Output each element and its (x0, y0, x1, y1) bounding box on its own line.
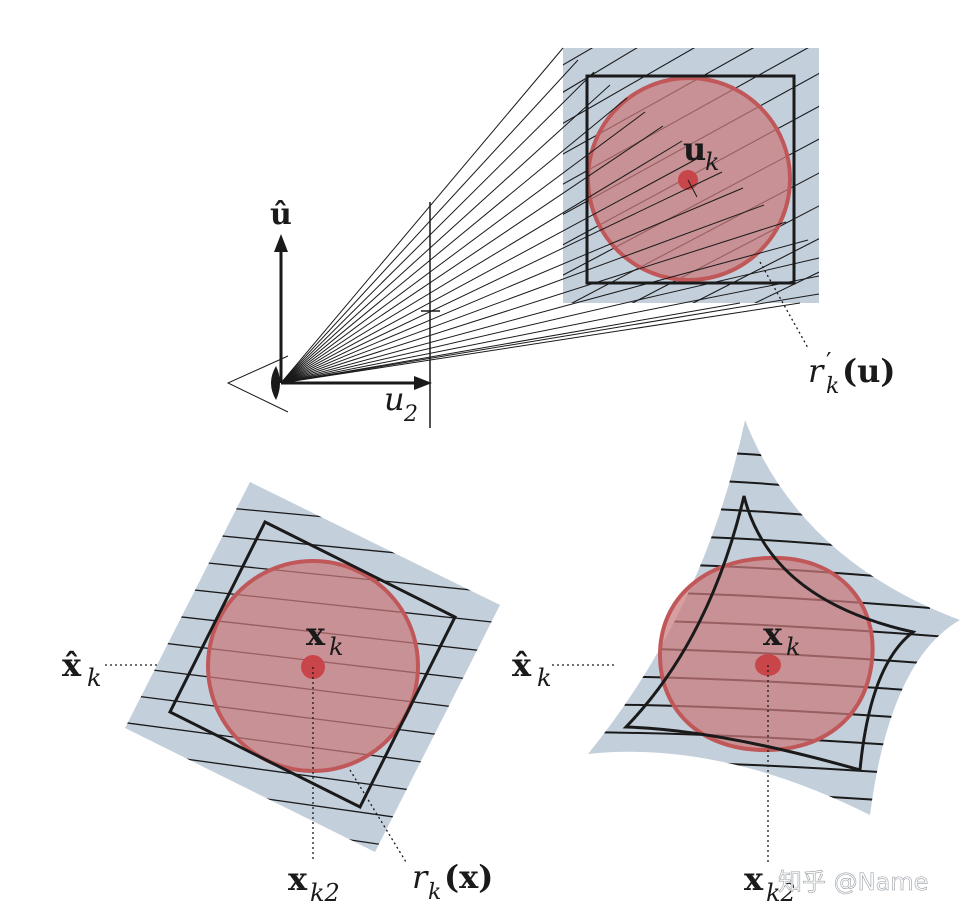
label-xk-right: x k (763, 615, 801, 661)
svg-text:k: k (87, 664, 102, 692)
svg-text:k: k (329, 633, 344, 661)
svg-text:k: k (428, 880, 441, 905)
svg-text:u: u (683, 130, 706, 168)
camera-axes (226, 202, 440, 428)
svg-text:x: x (288, 860, 308, 898)
label-xhat-right: x̂ k (512, 646, 552, 692)
label-xk-left: x k (306, 615, 344, 661)
label-xhat-left: x̂ k (62, 646, 102, 692)
svg-text:k: k (786, 633, 801, 661)
svg-text:r: r (808, 352, 825, 390)
label-u-hat: û (270, 197, 292, 232)
u2-arrowhead (414, 376, 432, 390)
affine-pixel-quad (167, 519, 458, 810)
eye-icon (226, 355, 289, 413)
svg-text:2: 2 (403, 402, 418, 427)
svg-text:x: x (306, 615, 326, 653)
perspective-panel (588, 420, 960, 815)
label-uk: u k (683, 130, 720, 176)
svg-text:(u): (u) (842, 352, 896, 390)
leader-lines (105, 664, 769, 863)
label-u2: u 2 (384, 380, 418, 427)
label-xk2-left: x k2 (288, 860, 340, 907)
label-xk2-right: x k2 (744, 860, 796, 907)
svg-text:x: x (763, 615, 783, 653)
rprime-leader-line (759, 261, 809, 349)
svg-text:′: ′ (826, 348, 831, 376)
screen-panel (563, 48, 819, 303)
perspective-pixel-quad (622, 495, 917, 772)
eye-pupil-icon (271, 366, 280, 400)
svg-text:u: u (384, 380, 405, 418)
svg-text:k2: k2 (310, 879, 340, 907)
label-rprime-k: r ′ k (u) (808, 348, 896, 399)
u-hat-arrowhead (274, 234, 288, 252)
svg-text:x̂: x̂ (62, 646, 82, 684)
svg-text:r: r (412, 858, 429, 896)
svg-text:x: x (744, 860, 764, 898)
svg-text:k: k (537, 664, 552, 692)
svg-text:û: û (270, 197, 292, 232)
perspective-footprint-disk (657, 555, 875, 753)
svg-text:k2: k2 (766, 879, 796, 907)
affine-panel (125, 482, 500, 852)
label-rk: r k (x) (412, 858, 493, 905)
radius-tick (687, 179, 698, 198)
watermark-text: 知乎 @Name (778, 868, 928, 896)
svg-text:x̂: x̂ (512, 646, 532, 684)
svg-text:k: k (705, 148, 720, 176)
svg-text:k: k (826, 374, 839, 399)
svg-text:(x): (x) (444, 858, 493, 896)
pixel-square (585, 74, 796, 285)
